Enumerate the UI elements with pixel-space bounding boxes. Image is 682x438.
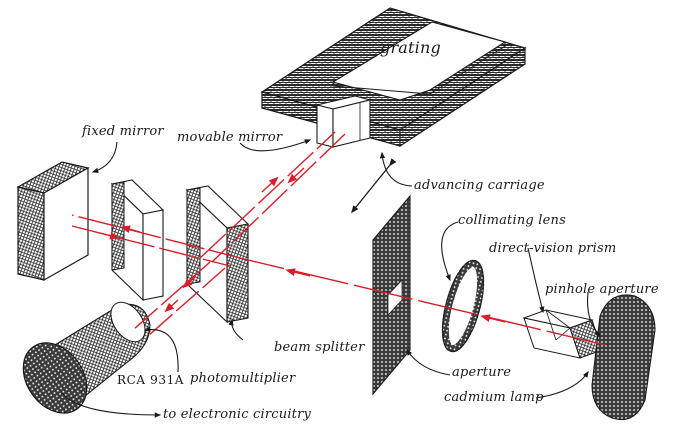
leader-lines	[61, 139, 601, 418]
label-direct-vision-prism: direct-vision prism	[489, 241, 617, 256]
fixed-mirror	[16, 161, 90, 282]
label-collimating-lens: collimating lens	[458, 213, 566, 228]
source-beam-arrow	[480, 314, 506, 323]
cadmium-lamp	[591, 294, 656, 421]
advancing-carriage	[260, 7, 527, 148]
grating-plate	[331, 21, 507, 101]
label-to-electronic-circuitry: to electronic circuitry	[163, 407, 312, 422]
movable-arm-beam-2	[211, 133, 346, 263]
label-pinhole-aperture: pinhole aperture	[545, 282, 659, 297]
label-aperture: aperture	[452, 365, 512, 380]
beam-splitter	[185, 185, 250, 324]
label-fixed-mirror: fixed mirror	[82, 124, 164, 139]
direct-vision-prism	[522, 309, 603, 359]
movable-mirror-block	[316, 95, 371, 148]
label-movable-mirror: movable mirror	[177, 130, 283, 145]
light-beams	[71, 131, 606, 346]
source-beam-arrow-2	[285, 268, 311, 277]
label-grating: grating	[380, 38, 441, 57]
movable-arm-beam-1	[199, 131, 336, 259]
label-photomultiplier-model: RCA 931A	[117, 373, 185, 387]
fixed-arm-beam-1	[71, 214, 249, 261]
label-advancing-carriage: advancing carriage	[414, 178, 545, 193]
carriage-motion-arrow	[351, 158, 397, 214]
output-beam-2	[147, 267, 226, 337]
label-photomultiplier: photomultiplier	[190, 371, 296, 386]
compensator-plate	[110, 179, 165, 302]
source-beam	[247, 259, 606, 346]
output-beam-1	[132, 261, 211, 331]
collimating-lens	[441, 259, 485, 353]
label-cadmium-lamp: cadmium lamp	[444, 390, 544, 405]
aperture-slot	[387, 278, 403, 317]
carriage-side	[399, 46, 526, 148]
photomultiplier-tube	[22, 301, 151, 414]
label-beam-splitter: beam splitter	[274, 340, 365, 355]
fixed-arm-beam-2	[71, 225, 231, 267]
